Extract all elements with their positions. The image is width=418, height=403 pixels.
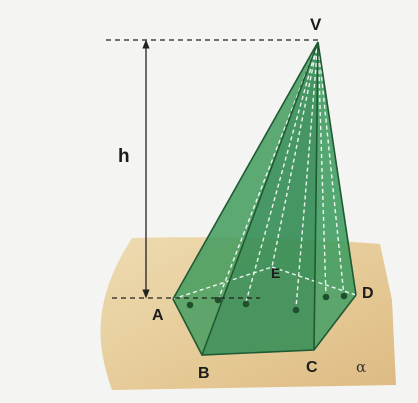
visible-edges xyxy=(172,41,357,356)
label-plane-alpha: α xyxy=(356,358,366,376)
hidden-edges xyxy=(172,41,357,309)
label-height-h: h xyxy=(118,146,130,167)
label-vertex-b: B xyxy=(198,365,210,382)
base-dots xyxy=(186,292,348,314)
label-vertex-d: D xyxy=(362,285,374,302)
label-apex-v: V xyxy=(310,15,322,34)
label-vertex-e: E xyxy=(271,265,280,281)
label-vertex-a: A xyxy=(152,307,164,324)
label-vertex-c: C xyxy=(306,359,318,376)
face-vcd xyxy=(314,42,356,350)
face-vab xyxy=(173,42,318,355)
